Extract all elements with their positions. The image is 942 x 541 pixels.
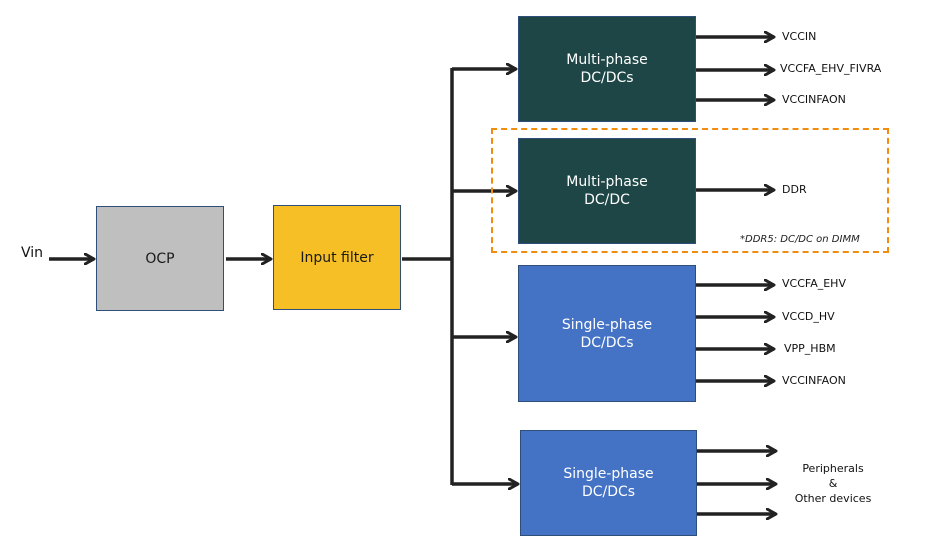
output-label-vccin: VCCIN	[782, 30, 817, 43]
multi-phase-dcdc-block: Multi-phase DC/DCs	[518, 16, 696, 122]
ocp-label: OCP	[145, 250, 175, 267]
output-label-vccfa-ehv-fivra: VCCFA_EHV_FIVRA	[780, 62, 882, 75]
peripherals-label: Peripherals & Other devices	[794, 462, 872, 505]
output-label-vccinfaon-2: VCCINFAON	[782, 374, 846, 387]
multi-phase-ddr-dcdc-block: Multi-phase DC/DC	[518, 138, 696, 244]
ddr5-dimm-note: *DDR5: DC/DC on DIMM	[740, 234, 860, 245]
single-phase-dcdc-block-1: Single-phase DC/DCs	[518, 265, 696, 402]
single-phase-dcdc-label-1: Single-phase DC/DCs	[561, 316, 653, 351]
ocp-block: OCP	[96, 206, 224, 311]
ddr-group-dashed-box	[491, 128, 889, 253]
output-label-ddr: DDR	[782, 183, 807, 196]
single-phase-dcdc-label-2: Single-phase DC/DCs	[563, 466, 654, 500]
multi-phase-ddr-dcdc-label: Multi-phase DC/DC	[566, 174, 648, 208]
multi-phase-dcdc-label: Multi-phase DC/DCs	[566, 52, 648, 86]
input-filter-label: Input filter	[300, 249, 374, 266]
vin-label: Vin	[21, 245, 44, 261]
output-label-vpp-hbm: VPP_HBM	[784, 342, 836, 355]
input-filter-block: Input filter	[273, 205, 401, 310]
output-label-vccinfaon-1: VCCINFAON	[782, 93, 846, 106]
output-label-vccd-hv: VCCD_HV	[782, 310, 835, 323]
output-label-vccfa-ehv: VCCFA_EHV	[782, 277, 846, 290]
single-phase-dcdc-block-2: Single-phase DC/DCs	[520, 430, 697, 536]
